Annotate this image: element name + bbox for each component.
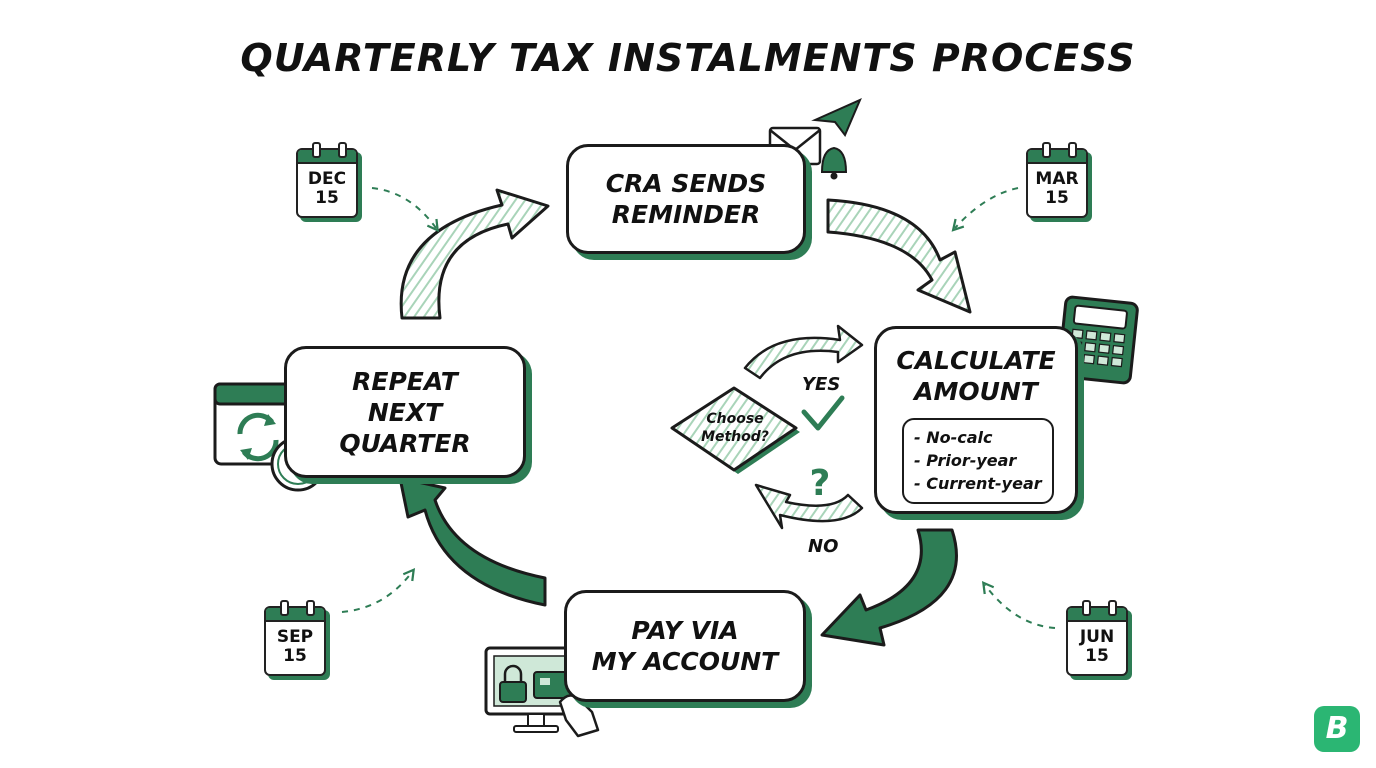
question-mark-icon: ? [810,463,831,504]
method-item: - Prior-year [914,451,1017,470]
step-repeat-next-quarter: REPEAT NEXT QUARTER [284,346,526,478]
arrow-pay-to-repeat [398,476,547,607]
calendar-day: 15 [1085,646,1109,666]
calendar-month: MAR [1035,169,1079,189]
step-cra-sends-reminder: CRA SENDS REMINDER [566,144,806,254]
decision-diamond [670,386,800,474]
arrow-reminder-to-calculate [826,198,972,314]
bell-icon [820,146,848,180]
padlock-icon [499,664,527,703]
no-loop-arrow [754,483,864,530]
page-title: QUARTERLY TAX INSTALMENTS PROCESS [240,36,1136,80]
checkmark-icon [801,395,845,431]
step-label: REPEAT NEXT QUARTER [339,366,471,458]
calendar-month: JUN [1079,627,1115,647]
step-pay-via-my-account: PAY VIA MY ACCOUNT [564,590,806,702]
dashed-arrow-sep [341,567,416,613]
arrow-calculate-to-pay [820,528,958,647]
decision-label: Choose Method? [701,411,769,445]
step-label: CALCULATE AMOUNT [896,346,1056,406]
step-label: PAY VIA MY ACCOUNT [591,616,779,676]
calendar-month: SEP [276,627,314,647]
yes-loop-arrow [743,324,864,380]
dashed-arrow-jun [981,580,1056,629]
calendar-dec: DEC 15 [296,142,358,218]
arrow-repeat-to-reminder [399,188,550,320]
methods-bubble: - No-calc - Prior-year - Current-year [902,418,1054,504]
yes-label: YES [802,374,841,395]
calendar-month: DEC [307,169,347,189]
brand-logo: B [1314,706,1360,752]
svg-text:?: ? [810,463,831,504]
dashed-arrow-dec [371,187,439,233]
paper-plane-icon [811,98,862,137]
method-item: - Current-year [914,474,1042,493]
method-item: - No-calc [914,428,993,447]
calendar-day: 15 [315,188,339,208]
dashed-arrow-mar [951,187,1019,232]
calendar-mar: MAR 15 [1026,142,1088,218]
calendar-day: 15 [1045,188,1069,208]
calendar-day: 15 [283,646,307,666]
calendar-sep: SEP 15 [264,600,326,676]
no-label: NO [808,536,839,557]
calendar-jun: JUN 15 [1066,600,1128,676]
step-label: CRA SENDS REMINDER [605,169,767,229]
